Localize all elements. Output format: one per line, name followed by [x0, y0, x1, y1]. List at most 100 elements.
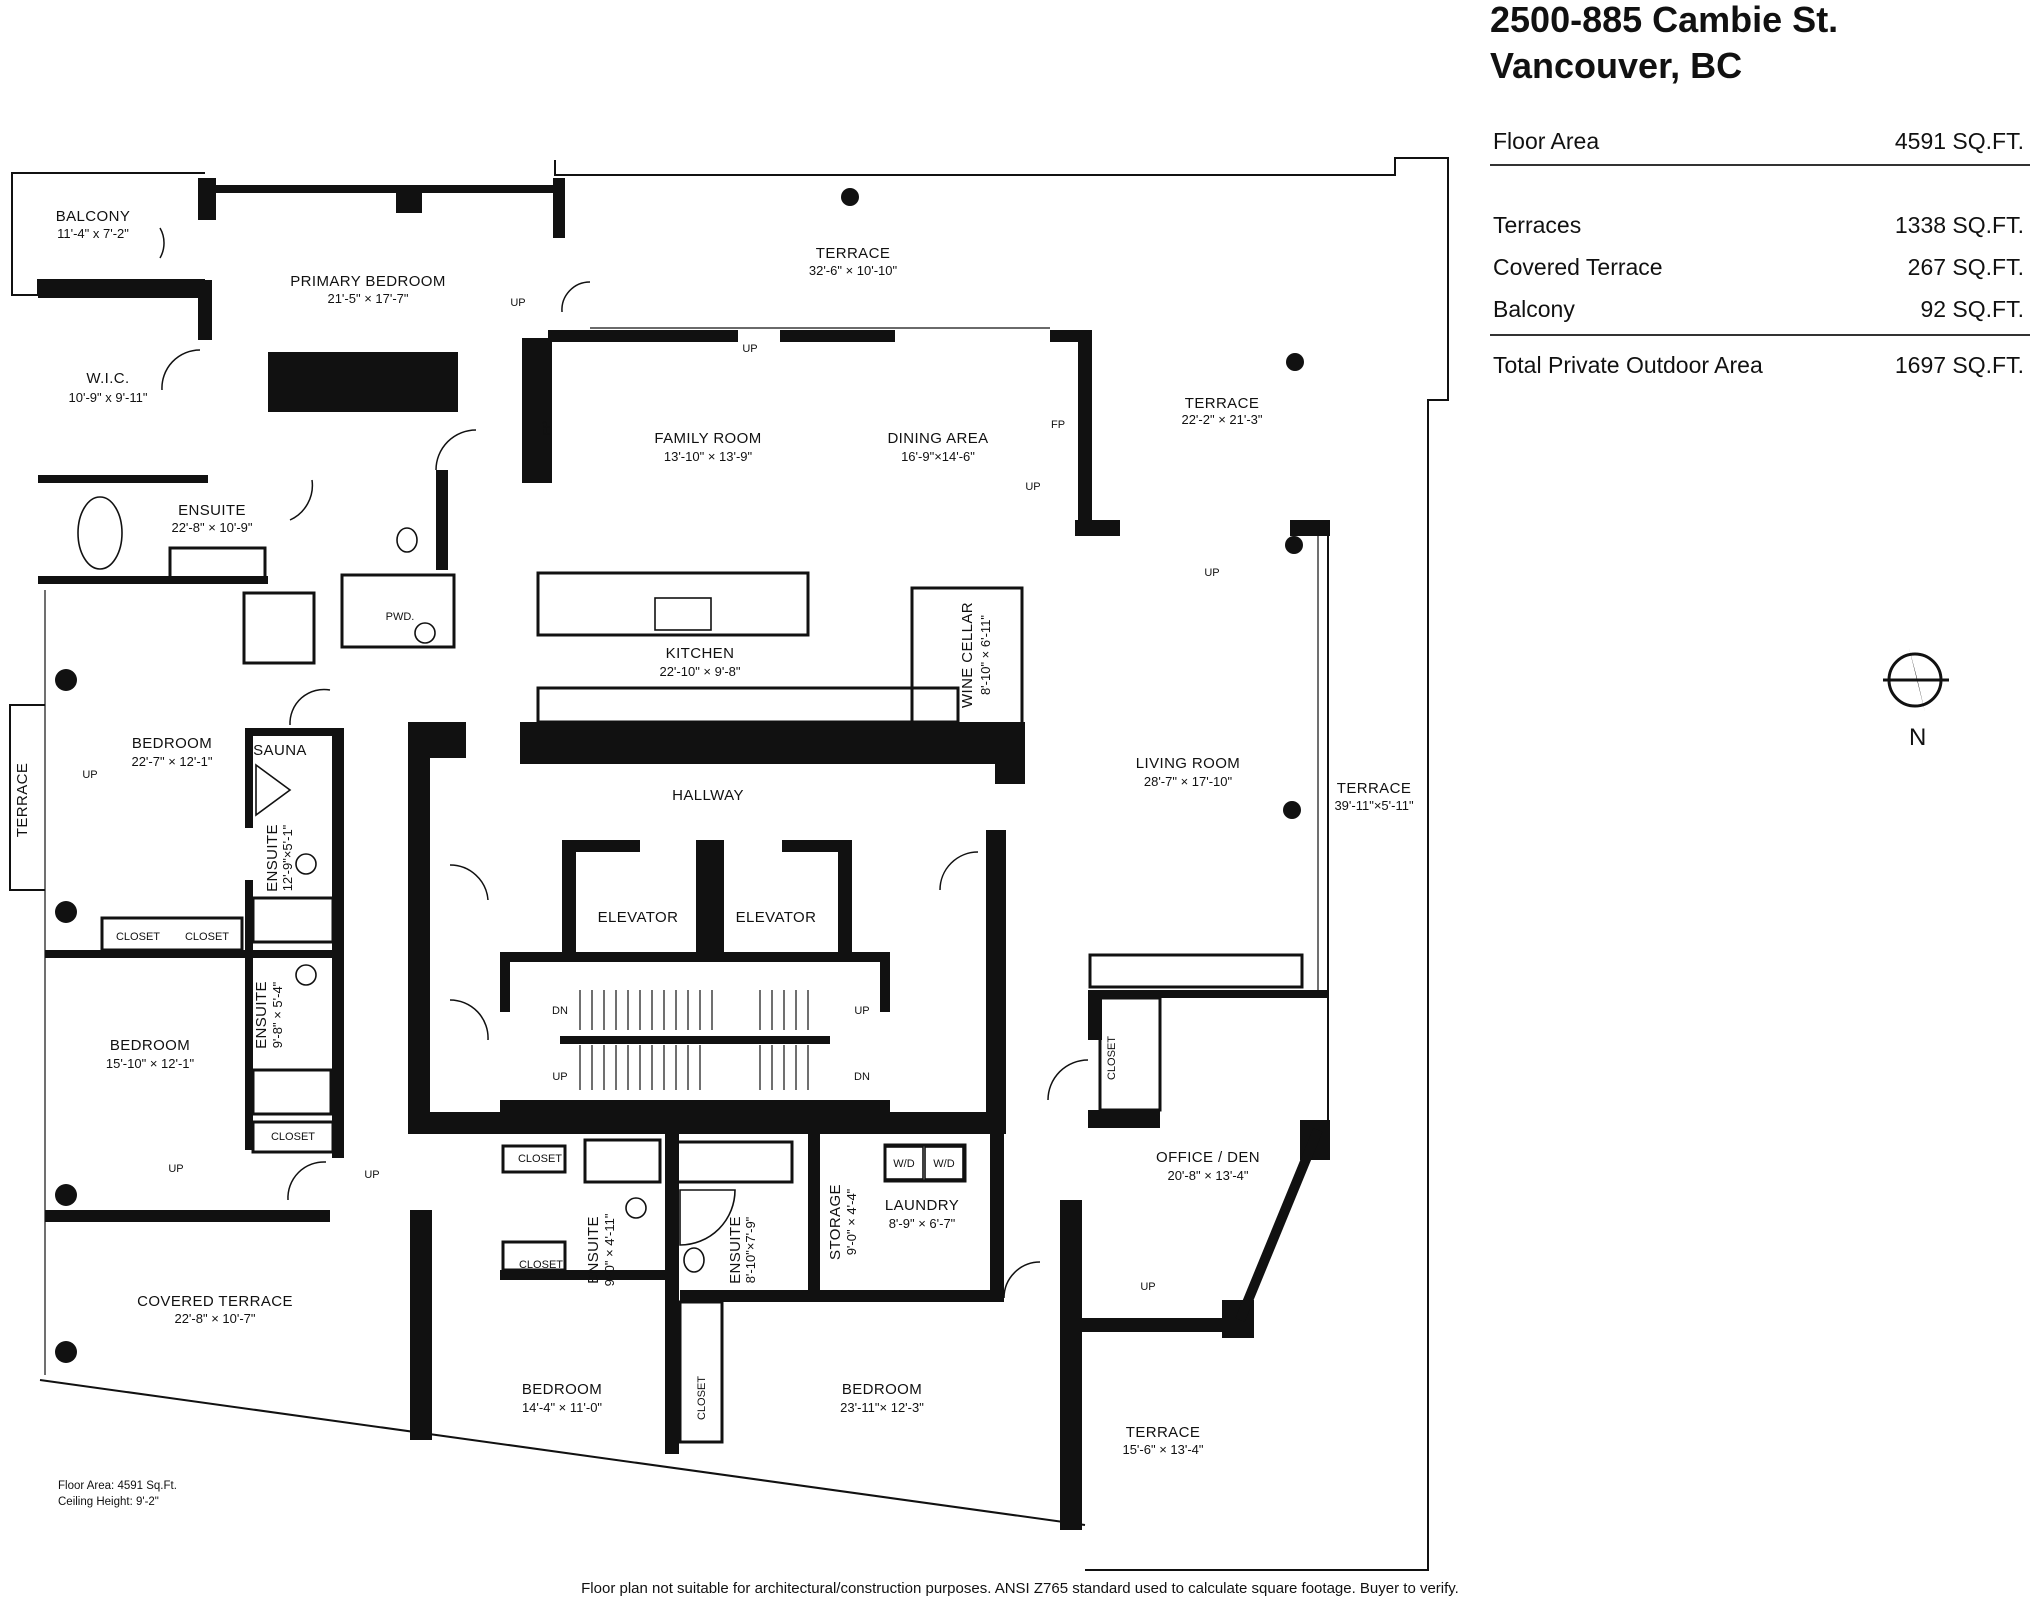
toilet-ensuite-1 [295, 853, 317, 875]
label-closet-c: CLOSET [271, 1131, 315, 1143]
toilet-pwd [414, 622, 436, 644]
terraces-value: 1338 SQ.FT. [1894, 212, 2024, 238]
column-living-1 [1285, 536, 1303, 554]
outdoor-outlines [9, 157, 1449, 1571]
dim-terrace-east: 39'-11"×5'-11" [1334, 798, 1414, 813]
wall-living-ne [1290, 520, 1330, 536]
dim-terrace-north: 32'-6" × 10'-10" [809, 263, 898, 278]
wall-laundry-east [990, 1134, 1004, 1302]
covered-terrace-south-line [39, 1379, 1086, 1526]
north-compass: N [1883, 648, 1949, 751]
kitchen-island [536, 571, 810, 637]
disclaimer: Floor plan not suitable for architectura… [581, 1580, 1459, 1597]
marker-up-bed1: UP [82, 769, 97, 781]
wall-primary-nw-post [198, 178, 216, 220]
covered-terrace-value: 267 SQ.FT. [1907, 254, 2024, 280]
wall-primary-ne [553, 178, 565, 238]
label-hallway: HALLWAY [672, 787, 744, 804]
dim-wine-cellar: 8'-10" × 6'-11" [978, 615, 993, 695]
wall-core-south [408, 1112, 1006, 1134]
note-ceiling-height: Ceiling Height: 9'-2" [58, 1496, 159, 1508]
dim-storage: 9'-0" × 4'-4" [844, 1188, 859, 1255]
label-closet-b: CLOSET [185, 931, 229, 943]
wall-bed3-north [500, 1270, 665, 1280]
wall-sauna-north [245, 728, 343, 736]
sauna-bench [255, 763, 292, 817]
balcony-label: Balcony [1493, 296, 1575, 322]
toilet-primary [396, 527, 418, 553]
label-office: OFFICE / DEN [1156, 1149, 1260, 1166]
floor-area-label: Floor Area [1493, 128, 1600, 154]
closet-bath-2 [251, 1120, 335, 1154]
label-terrace-north: TERRACE [816, 245, 890, 262]
stair-treads [560, 990, 830, 1090]
marker-dn-stair-1: DN [552, 1005, 568, 1017]
wall-dining-east [1078, 330, 1092, 535]
marker-fp-family: FP [541, 421, 553, 435]
wall-primary-north [205, 185, 565, 193]
address-line-2: Vancouver, BC [1490, 45, 1743, 86]
floor-area-row: Floor Area 4591 SQ.FT. [1490, 128, 2030, 158]
column-terrace-north [841, 188, 859, 206]
wall-west-upper [38, 280, 208, 298]
label-bedroom-2: BEDROOM [110, 1037, 190, 1054]
wall-wic-east [198, 280, 212, 340]
column-bed1-1 [55, 669, 77, 691]
wall-stairs-east [880, 952, 890, 1012]
wall-ensuite-north [38, 475, 208, 483]
wall-office-diagonal [1235, 1128, 1323, 1322]
dim-terrace-se: 15'-6" × 13'-4" [1122, 1442, 1203, 1457]
toilet-ensuite-4 [683, 1247, 705, 1273]
label-wine-cellar: WINE CELLAR [959, 602, 976, 708]
label-bedroom-1: BEDROOM [132, 735, 212, 752]
label-closet-f: CLOSET [696, 1376, 708, 1420]
marker-dn-stair-2: DN [854, 1071, 870, 1083]
label-wic: W.I.C. [86, 370, 129, 387]
label-ensuite-1: ENSUITE [264, 824, 281, 892]
ensuite-3-shower [583, 1138, 662, 1184]
office-closet-box [1098, 996, 1162, 1112]
label-ensuite-4: ENSUITE [727, 1216, 744, 1284]
area-rule-2 [1490, 334, 2030, 336]
bed1-closet-box [100, 916, 244, 952]
balcony-row: Balcony 92 SQ.FT. [1490, 296, 2030, 326]
wall-headboard [268, 352, 458, 412]
kitchen-counter [536, 686, 960, 724]
label-wd-2: W/D [933, 1158, 954, 1170]
fixtures [77, 496, 964, 1273]
ensuite-4-shower [674, 1140, 794, 1184]
label-pwd: PWD. [386, 611, 415, 623]
walls [38, 178, 1330, 1530]
terrace-north-outline [554, 157, 1449, 1571]
wall-stairs-west [500, 952, 510, 1012]
total-outdoor-label: Total Private Outdoor Area [1493, 352, 1763, 378]
marker-fp-dining: FP [1051, 419, 1065, 431]
label-terrace-east: TERRACE [1337, 780, 1411, 797]
pwd-box [340, 573, 456, 649]
total-outdoor-value: 1697 SQ.FT. [1894, 352, 2024, 378]
wall-core-west [408, 722, 430, 1134]
label-closet-office: CLOSET [1106, 1036, 1118, 1080]
label-closet-d: CLOSET [518, 1153, 562, 1165]
marker-up-stair-2: UP [552, 1071, 567, 1083]
label-closet-e: CLOSET [519, 1259, 563, 1271]
label-bedroom-3: BEDROOM [522, 1381, 602, 1398]
column-covered-terrace [55, 1341, 77, 1363]
label-ensuite-3: ENSUITE [585, 1216, 602, 1284]
wall-core-nw [408, 722, 466, 758]
door-swings [159, 227, 1089, 1299]
washer-dryer-1 [884, 1146, 924, 1180]
label-ensuite-2: ENSUITE [253, 981, 270, 1049]
dim-wic: 10'-9" x 9'-11" [69, 390, 148, 405]
wall-elevator-mid [696, 840, 724, 952]
column-bed1-2 [55, 901, 77, 923]
dim-ensuite-primary: 22'-8" × 10'-9" [171, 520, 252, 535]
label-covered-terrace: COVERED TERRACE [137, 1293, 293, 1310]
marker-up-primary: UP [510, 297, 525, 309]
bed4-closet [678, 1300, 724, 1444]
label-ensuite-primary: ENSUITE [178, 502, 246, 519]
wall-living-north [1075, 520, 1120, 536]
label-terrace-se: TERRACE [1126, 1424, 1200, 1441]
ensuite-1-shower [251, 896, 335, 944]
marker-up-bed2: UP [168, 1163, 183, 1175]
